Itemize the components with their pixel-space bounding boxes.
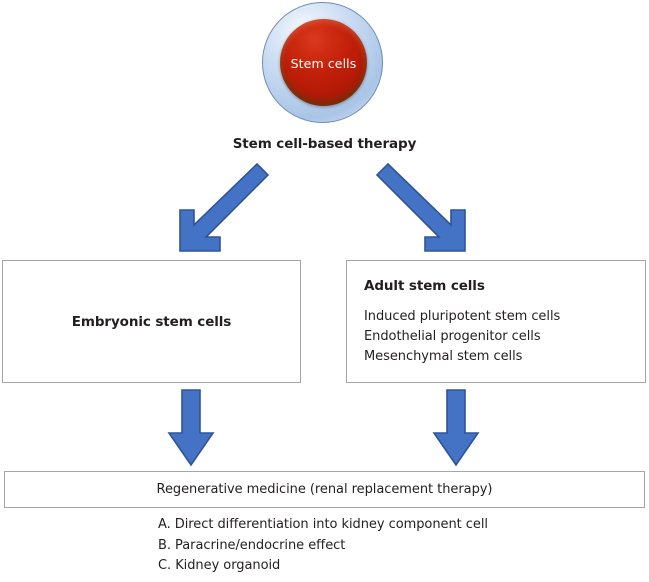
- list-item: B. Paracrine/endocrine effect: [158, 537, 346, 553]
- list-item: C. Kidney organoid: [158, 558, 281, 573]
- regenerative-medicine-box: Regenerative medicine (renal replacement…: [4, 471, 645, 508]
- list-item: A. Direct differentiation into kidney co…: [158, 517, 488, 532]
- adult-stem-cells-box: Adult stem cells Induced pluripotent ste…: [346, 260, 646, 383]
- stem-cell-node-label: Stem cells: [290, 56, 357, 72]
- stem-cell-inner-core: Stem cells: [280, 19, 367, 106]
- list-item: Mesenchymal stem cells: [364, 349, 523, 364]
- arrow-down-left-diagonal-icon: [179, 162, 270, 252]
- adult-stem-cells-title: Adult stem cells: [364, 278, 485, 294]
- arrow-down-icon: [432, 389, 480, 467]
- embryonic-stem-cells-box: Embryonic stem cells: [2, 260, 301, 383]
- outcome-list: A. Direct differentiation into kidney co…: [158, 515, 588, 577]
- list-item: Endothelial progenitor cells: [364, 329, 541, 344]
- stem-cell-based-therapy-caption: Stem cell-based therapy: [232, 136, 417, 152]
- list-item: Induced pluripotent stem cells: [364, 309, 561, 324]
- regenerative-medicine-label: Regenerative medicine (renal replacement…: [156, 482, 493, 497]
- stem-cell-node: Stem cells: [262, 2, 383, 123]
- embryonic-stem-cells-title: Embryonic stem cells: [71, 313, 232, 330]
- arrow-down-right-diagonal-icon: [375, 162, 466, 252]
- arrow-down-icon: [167, 389, 215, 467]
- stem-cell-outer-ring: Stem cells: [262, 2, 383, 123]
